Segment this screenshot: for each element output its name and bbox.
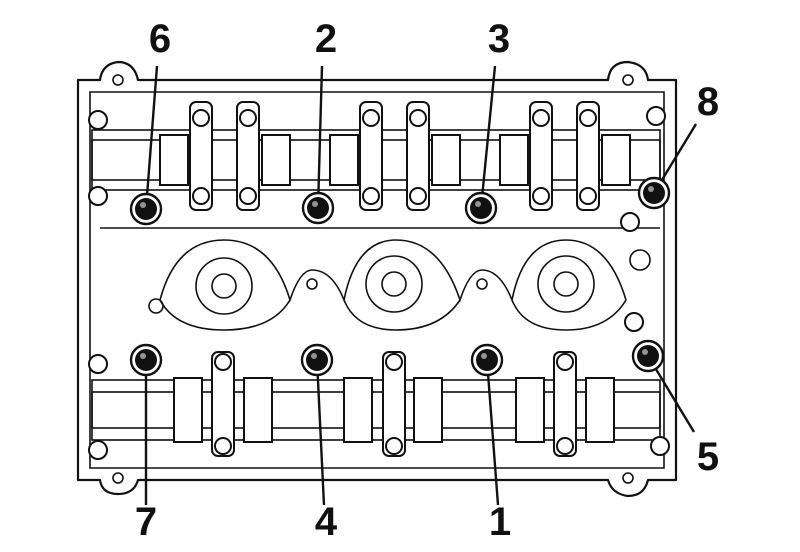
head-inner-outline — [89, 91, 665, 469]
bolt-highlight — [481, 353, 487, 359]
leader-line-6 — [144, 65, 159, 210]
bolt-head — [135, 349, 157, 371]
bolt-number-label: 1 — [489, 500, 511, 544]
head-bolt-3: 3 — [464, 17, 510, 225]
bolt-number-label: 4 — [315, 500, 338, 544]
head-bolt-4: 4 — [300, 343, 338, 544]
bolt-head — [637, 345, 659, 367]
head-bolt-2: 2 — [301, 17, 337, 225]
bolt-highlight — [312, 201, 318, 207]
bolt-number-label: 6 — [149, 17, 171, 61]
upper-bearing-caps — [189, 101, 600, 211]
leader-line-2 — [316, 65, 324, 209]
bolt-highlight — [642, 349, 648, 355]
bolt-head — [470, 197, 492, 219]
head-bolt-1: 1 — [470, 343, 511, 544]
head-bolt-8: 8 — [637, 80, 719, 210]
bolt-highlight — [311, 353, 317, 359]
head-bolt-6: 6 — [129, 17, 171, 226]
bolt-number-label: 3 — [488, 17, 510, 61]
bolt-head — [643, 182, 665, 204]
bolt-highlight — [140, 353, 146, 359]
lower-camshaft — [91, 377, 661, 443]
peripheral-bolts — [88, 74, 670, 484]
bolt-number-label: 5 — [697, 435, 719, 479]
bolt-number-label: 7 — [135, 500, 157, 544]
head-outline — [76, 60, 678, 498]
lower-bearing-caps — [211, 351, 577, 457]
bolt-highlight — [648, 186, 654, 192]
bolt-number-label: 2 — [315, 17, 337, 61]
head-bolt-5: 5 — [631, 339, 719, 479]
head-bolt-7: 7 — [129, 343, 163, 544]
bolt-number-label: 8 — [697, 80, 719, 124]
bolt-highlight — [475, 201, 481, 207]
leader-line-1 — [485, 359, 500, 506]
bolt-highlight — [140, 202, 146, 208]
leader-line-3 — [479, 65, 497, 209]
center-bosses — [100, 227, 660, 331]
numbered-bolts: 1 2 3 4 5 6 7 8 — [129, 17, 719, 544]
bolt-head — [135, 198, 157, 220]
upper-camshaft — [91, 129, 661, 191]
bolt-head — [307, 197, 329, 219]
bolt-head — [306, 349, 328, 371]
leader-line-4 — [315, 359, 326, 506]
bolt-head — [476, 349, 498, 371]
